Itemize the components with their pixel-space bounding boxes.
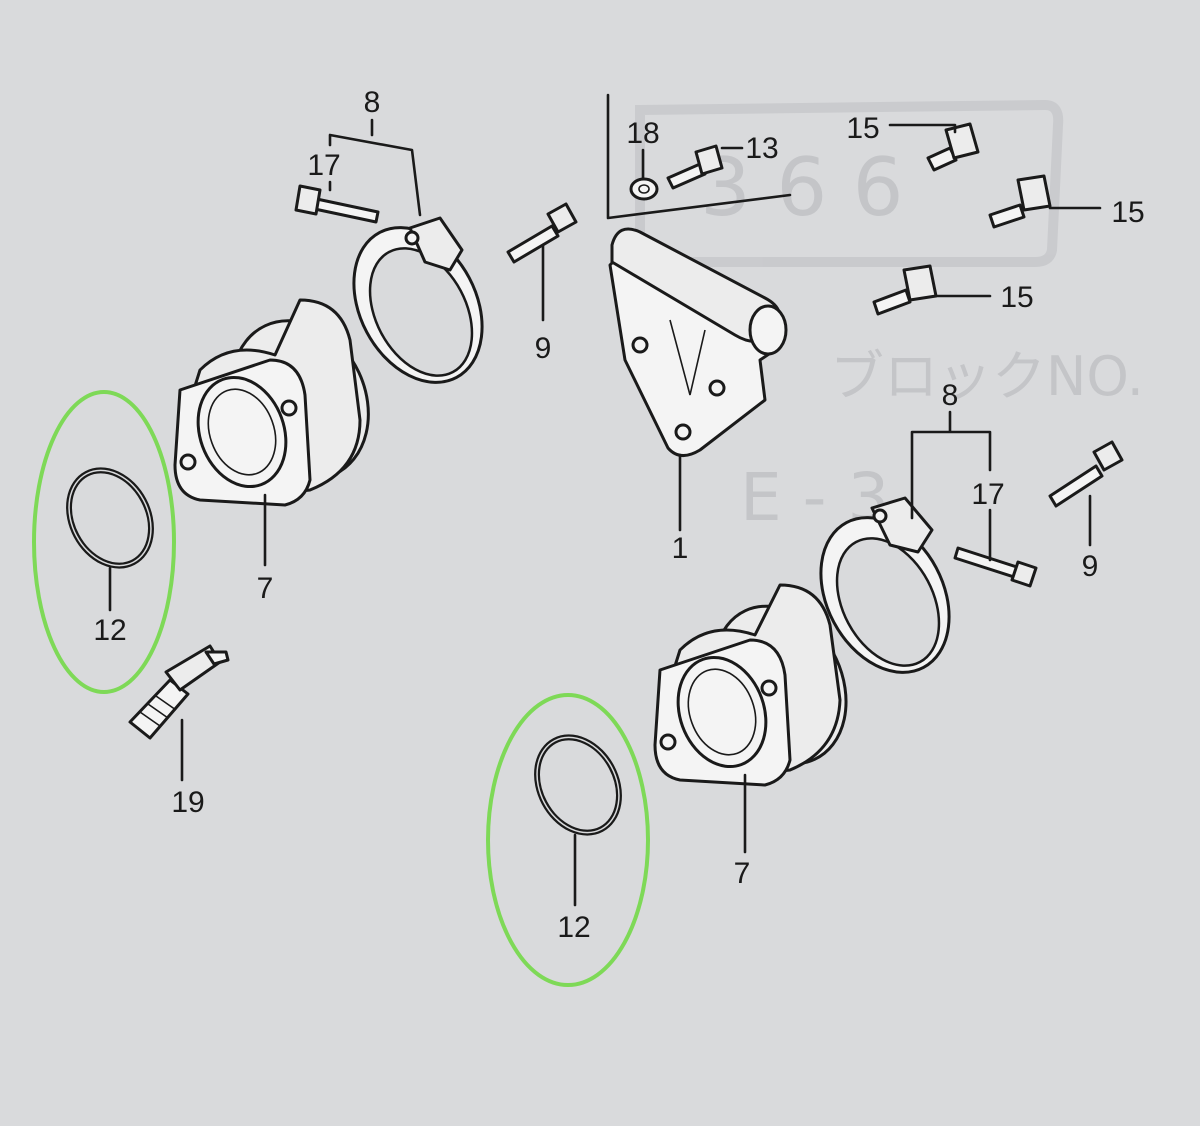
- bolt-17-upper: [294, 184, 380, 224]
- washer-18: [629, 177, 659, 201]
- clamp-band-upper: [352, 216, 484, 384]
- bolt-17-lower: [953, 546, 1038, 588]
- callout-labels: 8 17 18 13 15 15 15 9 1 7 12 19 8 17 9 7…: [93, 86, 1144, 944]
- callout-13: 13: [745, 132, 778, 165]
- bolt-15-a: [926, 122, 980, 172]
- o-ring-12-right: [534, 734, 622, 836]
- callout-7-upper: 7: [257, 572, 274, 605]
- callout-12-left: 12: [93, 614, 126, 647]
- highlight-circle-right: [486, 693, 650, 987]
- callout-17-upper: 17: [307, 149, 340, 182]
- bolt-13: [666, 144, 724, 190]
- bolt-15-c: [872, 264, 938, 316]
- callout-12-right: 12: [557, 911, 590, 944]
- callout-17-lower: 17: [971, 478, 1004, 511]
- o-ring-12-left: [66, 467, 154, 569]
- callout-19: 19: [171, 786, 204, 819]
- insulator-lower: [653, 583, 848, 787]
- callout-9-lower: 9: [1082, 550, 1099, 583]
- callout-9-upper: 9: [535, 332, 552, 365]
- watermark-top-block: 3 6 6: [700, 141, 904, 234]
- leader-lines: [108, 93, 1102, 907]
- bolt-9-upper: [506, 202, 578, 264]
- bolt-15-b: [988, 174, 1052, 229]
- callout-15-middle: 15: [1000, 281, 1033, 314]
- callout-15-top: 15: [846, 112, 879, 145]
- bracket-part-1: [608, 227, 788, 457]
- clamp-band-lower: [819, 496, 951, 674]
- bolt-9-lower: [1048, 440, 1124, 508]
- callout-15-right: 15: [1111, 196, 1144, 229]
- callout-8-lower: 8: [942, 379, 959, 412]
- insulator-upper: [173, 298, 370, 507]
- watermark-block-label: ブロックNO.: [830, 345, 1144, 408]
- callout-1: 1: [672, 532, 689, 565]
- highlight-circle-left: [32, 390, 176, 694]
- callout-8-upper: 8: [364, 86, 381, 119]
- callout-7-lower: 7: [734, 857, 751, 890]
- spark-plug-19: [128, 644, 230, 740]
- callout-18: 18: [626, 117, 659, 150]
